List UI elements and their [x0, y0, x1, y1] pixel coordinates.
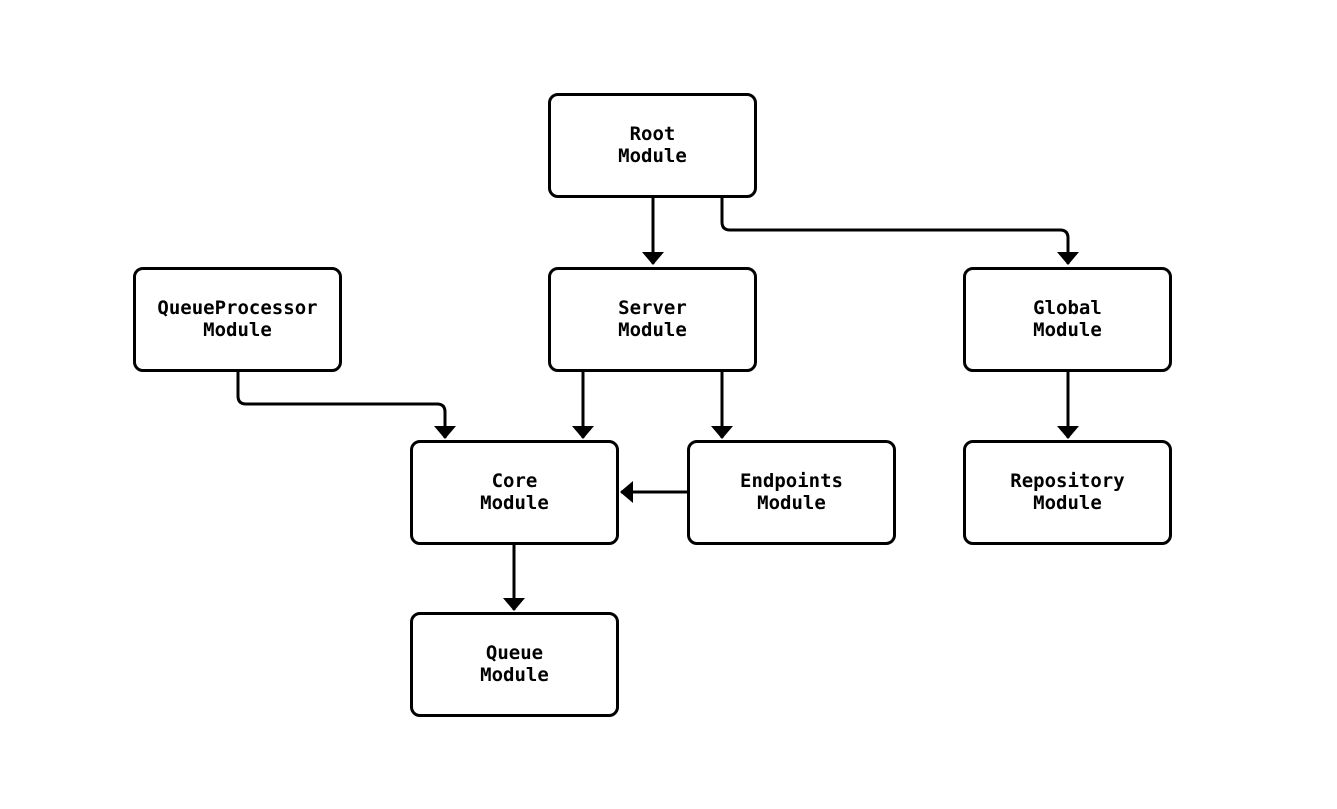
- node-queueprocessor-module: QueueProcessor Module: [133, 267, 342, 372]
- node-endpoints-module-label: Endpoints Module: [740, 470, 843, 514]
- node-core-module-label: Core Module: [480, 470, 549, 514]
- node-global-module-label: Global Module: [1033, 297, 1102, 341]
- edge-queueprocessor-to-core: [236, 372, 456, 439]
- node-server-module: Server Module: [548, 267, 757, 372]
- edge-root-to-global: [720, 198, 1079, 265]
- node-queueprocessor-module-label: QueueProcessor Module: [157, 297, 318, 341]
- node-queue-module-label: Queue Module: [480, 642, 549, 686]
- node-repository-module: Repository Module: [963, 440, 1172, 545]
- node-repository-module-label: Repository Module: [1010, 470, 1125, 514]
- node-queue-module: Queue Module: [410, 612, 619, 717]
- node-global-module: Global Module: [963, 267, 1172, 372]
- node-core-module: Core Module: [410, 440, 619, 545]
- node-root-module: Root Module: [548, 93, 757, 198]
- node-root-module-label: Root Module: [618, 123, 687, 167]
- node-server-module-label: Server Module: [618, 297, 687, 341]
- node-endpoints-module: Endpoints Module: [687, 440, 896, 545]
